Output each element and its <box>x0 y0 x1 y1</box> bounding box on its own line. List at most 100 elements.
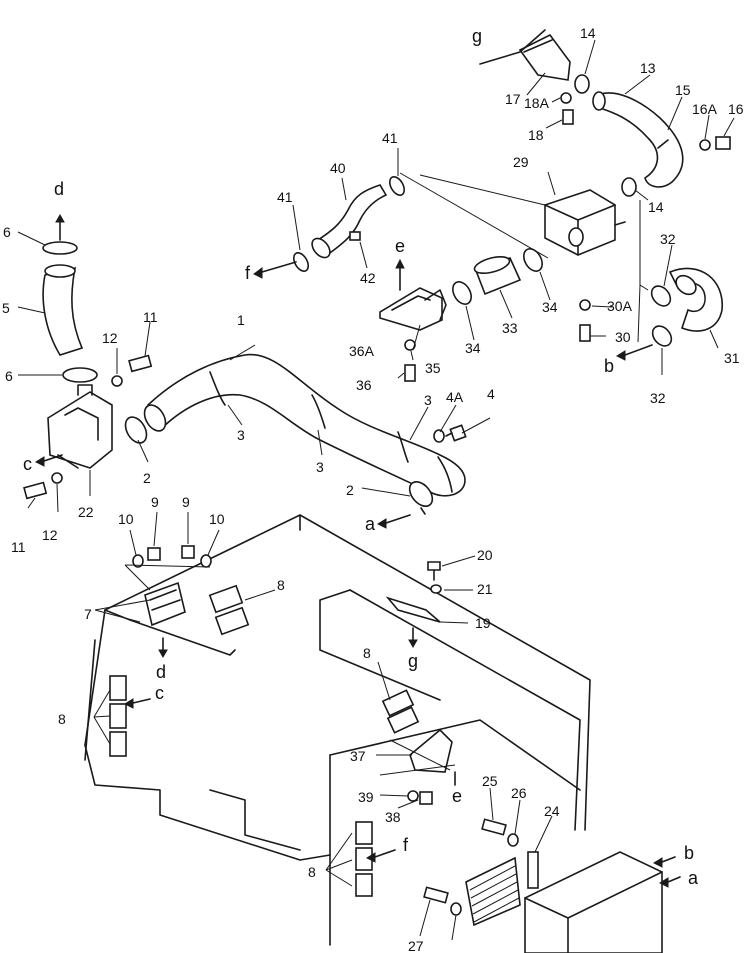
washer-10-left <box>132 554 144 568</box>
clamp-32-lower <box>651 325 673 347</box>
callout-18A: 18A <box>524 95 550 111</box>
callout-11: 11 <box>11 539 26 555</box>
clamp-34-right <box>523 248 543 272</box>
bolt-27 <box>423 886 449 904</box>
washer-39 <box>407 790 419 802</box>
callout-2: 2 <box>346 482 354 498</box>
callout-29: 29 <box>513 154 529 170</box>
nut-9-left <box>147 547 161 561</box>
ref-g: g <box>408 651 418 671</box>
callout-41: 41 <box>382 130 398 146</box>
bracket-42 <box>349 231 361 241</box>
callout-35: 35 <box>425 360 441 376</box>
louver-8-bottom <box>355 821 373 897</box>
ref-b: b <box>604 356 614 376</box>
washer-28 <box>450 902 462 916</box>
grille-7 <box>144 581 186 627</box>
ref-e: e <box>452 786 462 806</box>
callout-21: 21 <box>477 581 493 597</box>
callout-15: 15 <box>675 82 691 98</box>
callout-38: 38 <box>385 809 401 825</box>
callout-19: 19 <box>475 615 491 631</box>
clamp-41-right <box>388 176 406 196</box>
callout-30A: 30A <box>607 298 633 314</box>
callout-17: 17 <box>505 91 521 107</box>
bolt-18 <box>562 109 574 125</box>
nut-9-right <box>181 545 195 559</box>
ref-g: g <box>472 26 482 46</box>
callout-7: 7 <box>84 606 92 622</box>
callout-22: 22 <box>78 504 94 520</box>
callout-8: 8 <box>58 711 66 727</box>
callout-3: 3 <box>237 427 245 443</box>
bolt-36 <box>404 364 416 382</box>
callout-20: 20 <box>477 547 493 563</box>
clamp-14-upper <box>574 74 590 94</box>
vent-19 <box>385 596 441 623</box>
clamp-2-left <box>124 416 148 444</box>
clamp-14-lower <box>621 177 637 197</box>
ref-e: e <box>395 236 405 256</box>
washer-18A <box>560 92 572 104</box>
ref-c: c <box>23 454 32 474</box>
nut-38 <box>419 791 433 805</box>
bolt-25 <box>481 818 507 836</box>
reference-letters: a a b b c c d d e e f f g g <box>23 26 699 888</box>
vent-17 <box>518 33 571 81</box>
diffuser-35 <box>379 287 447 331</box>
washer-16A <box>699 139 711 151</box>
callout-9: 9 <box>182 494 190 510</box>
screw-20 <box>427 561 441 581</box>
callout-36A: 36A <box>349 343 375 359</box>
bolt-11-lower <box>23 481 48 500</box>
callout-36: 36 <box>356 377 372 393</box>
reference-arrows <box>34 29 681 888</box>
ref-f: f <box>245 263 251 283</box>
bolt-11-upper <box>128 354 153 373</box>
callout-2: 2 <box>143 470 151 486</box>
ref-c: c <box>155 683 164 703</box>
clamp-32-upper <box>650 285 672 307</box>
callout-6: 6 <box>5 368 13 384</box>
callout-39: 39 <box>358 789 374 805</box>
washer-36A <box>404 339 416 351</box>
callout-31: 31 <box>724 350 740 366</box>
callout-12: 12 <box>102 330 118 346</box>
clamp-41-left <box>292 252 310 272</box>
callout-5: 5 <box>2 300 10 316</box>
louver-8-top <box>208 584 250 636</box>
callout-33: 33 <box>502 320 518 336</box>
callout-8: 8 <box>277 577 285 593</box>
bolt-4 <box>445 424 467 442</box>
ref-a: a <box>365 514 376 534</box>
leader-lines <box>17 39 735 941</box>
hose-5 <box>42 264 84 356</box>
washer-12-upper <box>111 375 123 387</box>
callout-30: 30 <box>615 329 631 345</box>
callout-16A: 16A <box>692 101 718 117</box>
callout-25: 25 <box>482 773 498 789</box>
callout-18: 18 <box>528 127 544 143</box>
bolt-30 <box>579 324 591 342</box>
callout-11: 11 <box>143 309 158 325</box>
ref-b: b <box>684 843 694 863</box>
callout-8: 8 <box>308 864 316 880</box>
heater-box-29 <box>544 189 626 256</box>
callout-3: 3 <box>424 392 432 408</box>
elbow-31 <box>668 267 723 332</box>
callout-13: 13 <box>640 60 656 76</box>
callout-4A: 4A <box>446 389 464 405</box>
bolt-16 <box>715 136 731 150</box>
grille-23 <box>465 856 521 927</box>
washer-30A <box>579 299 591 311</box>
washer-4A <box>433 429 445 443</box>
louver-8-mid <box>381 689 420 734</box>
ref-d: d <box>156 662 166 682</box>
callout-8: 8 <box>363 645 371 661</box>
ref-a: a <box>688 868 699 888</box>
callout-24: 24 <box>544 803 560 819</box>
heater-unit <box>524 851 663 953</box>
callout-3: 3 <box>316 459 324 475</box>
callout-9: 9 <box>151 494 159 510</box>
